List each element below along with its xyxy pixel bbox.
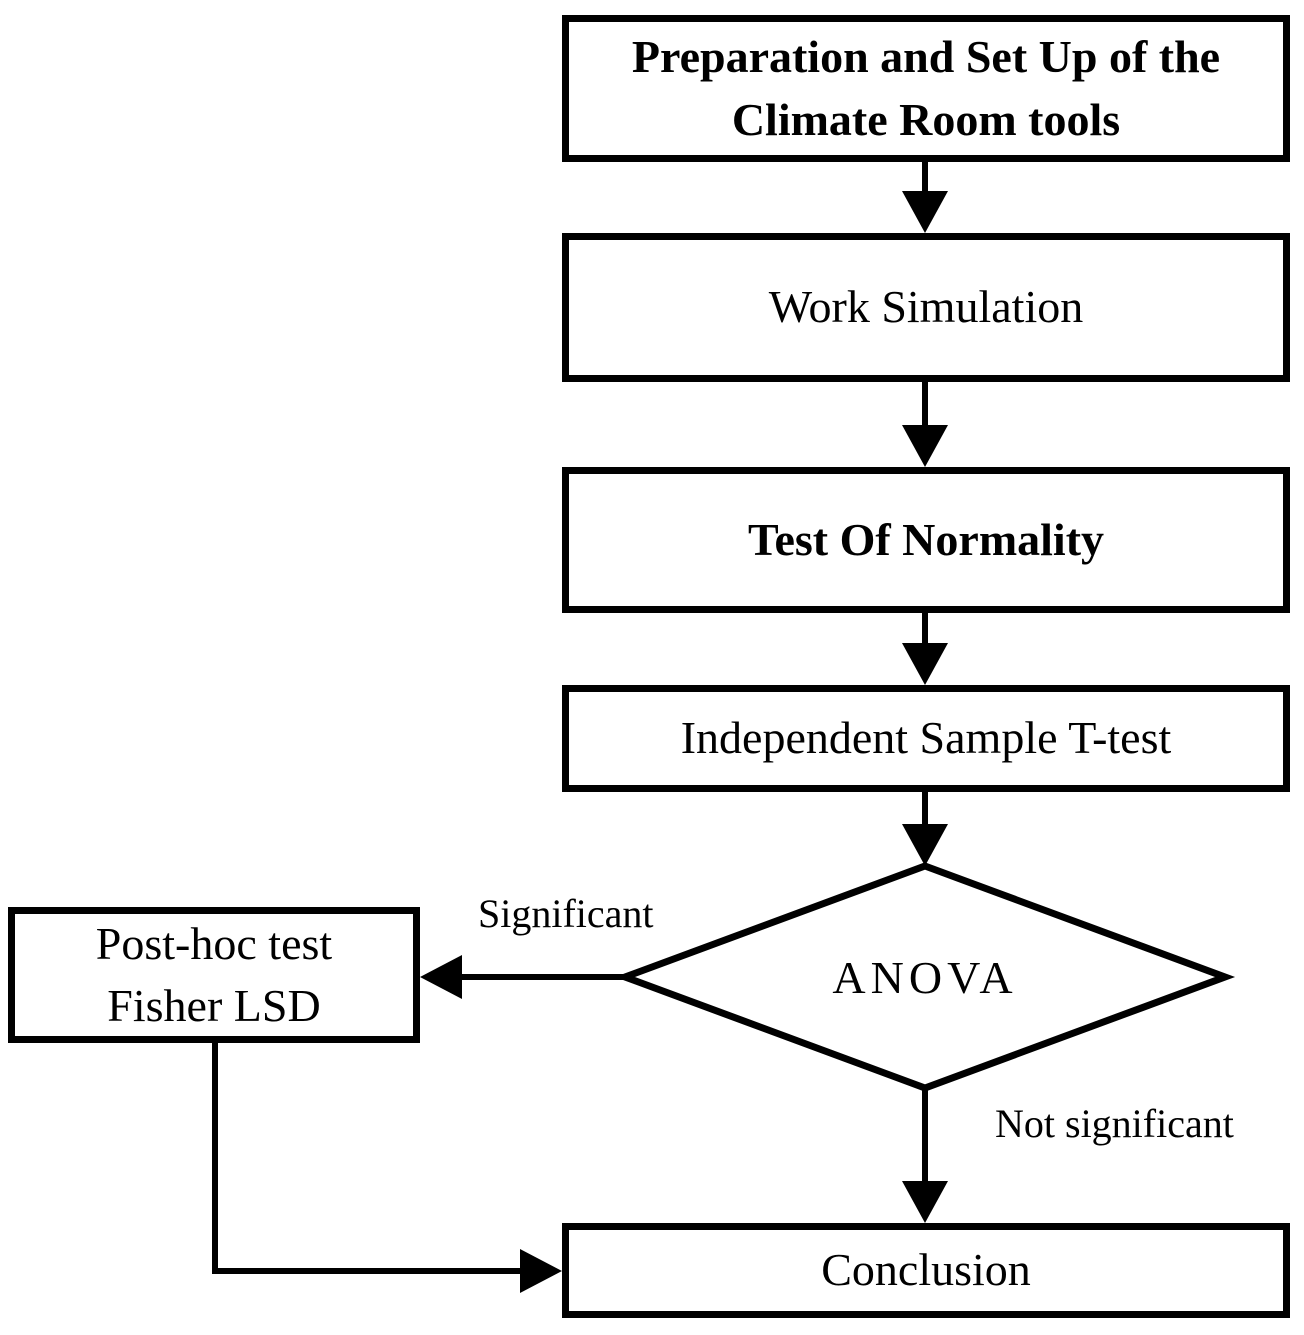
edge-anova-to-conclusion-arrowhead-icon <box>902 1181 948 1223</box>
edge-posthoc-to-conclusion-line <box>212 1041 527 1274</box>
node-post-hoc: Post-hoc test Fisher LSD <box>8 907 420 1043</box>
node-work-simulation-label: Work Simulation <box>768 281 1084 333</box>
edge-work-to-normality-arrowhead-icon <box>902 425 948 467</box>
edge-ttest-to-anova-arrowhead-icon <box>902 824 948 866</box>
node-preparation-label-line1: Preparation and Set Up of the <box>631 31 1221 83</box>
node-post-hoc-label-line1: Post-hoc test <box>95 917 333 969</box>
edge-normality-to-ttest-arrowhead-icon <box>902 643 948 685</box>
node-independent-t-test-label: Independent Sample T-test <box>680 712 1172 764</box>
node-independent-t-test: Independent Sample T-test <box>562 685 1290 792</box>
edge-posthoc-to-conclusion-arrowhead-icon <box>520 1249 562 1293</box>
node-preparation-label-line2: Climate Room tools <box>731 93 1121 145</box>
node-post-hoc-label-line2: Fisher LSD <box>107 980 321 1031</box>
node-test-of-normality: Test Of Normality <box>562 467 1290 613</box>
edge-label-not-significant: Not significant <box>995 1101 1234 1146</box>
node-test-of-normality-label: Test Of Normality <box>747 513 1105 565</box>
edge-prep-to-work-arrowhead-icon <box>902 191 948 233</box>
anova-diamond-shape <box>614 862 1236 1092</box>
node-conclusion: Conclusion <box>562 1223 1290 1318</box>
node-preparation: Preparation and Set Up of the Climate Ro… <box>562 15 1290 162</box>
node-conclusion-label: Conclusion <box>821 1244 1031 1296</box>
node-work-simulation: Work Simulation <box>562 233 1290 382</box>
edge-label-significant: Significant <box>478 891 654 936</box>
edge-anova-to-posthoc-arrowhead-icon <box>420 955 462 999</box>
